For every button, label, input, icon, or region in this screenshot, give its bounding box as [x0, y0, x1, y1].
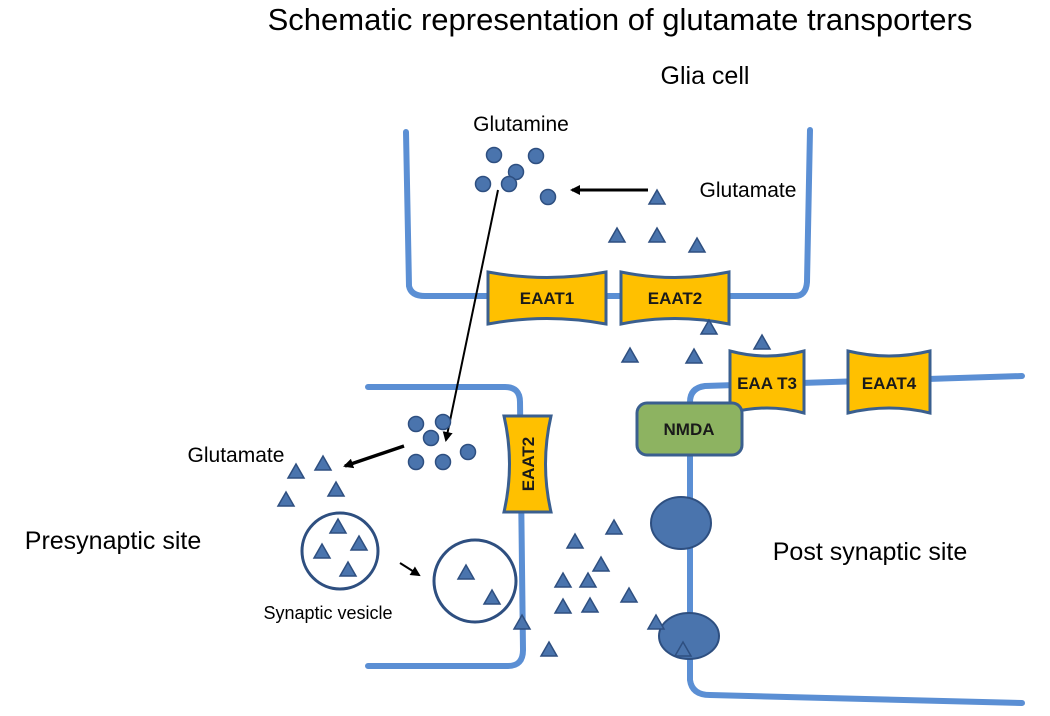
glutamine-molecule: [422, 429, 440, 447]
glia-cell-label: Glia cell: [661, 62, 750, 90]
glutamate-molecule: [684, 347, 704, 364]
glutamate-molecule: [620, 346, 640, 363]
glutamate-molecule: [580, 596, 600, 613]
eaat1-transporter: EAAT1: [486, 270, 608, 326]
glutamate-glia-label: Glutamate: [700, 179, 797, 202]
glutamate-molecule: [286, 462, 306, 479]
glutamate-molecule: [619, 586, 639, 603]
glutamate-molecule: [553, 597, 573, 614]
eaat4-transporter: EAAT4: [846, 349, 932, 415]
postsynaptic-channel: [650, 496, 712, 550]
nmda-receptor: NMDA: [635, 401, 744, 457]
glutamine-molecule: [434, 413, 452, 431]
glutamate-molecule: [647, 188, 667, 205]
eaat2-presynaptic-transporter: EAAT2: [502, 414, 553, 514]
glutamine-molecule: [474, 175, 492, 193]
eaat2-glia-label: EAAT2: [648, 289, 702, 308]
glutamine-molecule: [407, 453, 425, 471]
glutamine-molecule: [500, 175, 518, 193]
glutamate-molecule: [604, 518, 624, 535]
presynaptic-site-label: Presynaptic site: [25, 527, 201, 555]
glutamate-molecule: [699, 318, 719, 335]
glutamine-molecule: [407, 415, 425, 433]
glia-cell-membrane: [403, 127, 813, 299]
synaptic-vesicle: [300, 511, 380, 591]
glutamate-molecule: [578, 571, 598, 588]
glutamate-molecule: [646, 613, 666, 630]
glutamate-molecule: [647, 226, 667, 243]
glutamate-presynaptic-label: Glutamate: [188, 444, 285, 467]
nmda-label: NMDA: [664, 420, 715, 439]
glutamate-molecule: [565, 532, 585, 549]
postsynaptic-channel: [658, 612, 720, 660]
glutamate-molecule: [338, 560, 358, 577]
glutamate-molecule: [276, 490, 296, 507]
glutamine-molecule: [459, 443, 477, 461]
arrow-glutamine-to-presynaptic: [442, 189, 499, 442]
glutamine-molecule: [485, 146, 503, 164]
glutamate-molecule: [512, 613, 532, 630]
eaat4-label: EAAT4: [862, 374, 917, 393]
glutamate-molecule: [312, 542, 332, 559]
glutamine-molecule: [539, 188, 557, 206]
molecules-layer: [276, 146, 772, 657]
eaat3-label: EAA T3: [737, 374, 797, 393]
arrow-to-presynaptic-glutamate: [343, 444, 405, 469]
glutamine-molecule: [507, 163, 525, 181]
post-synaptic-site-label: Post synaptic site: [773, 538, 968, 566]
synaptic-vesicle-label: Synaptic vesicle: [263, 603, 392, 623]
presynaptic-membrane: [365, 384, 527, 669]
eaat2-glia-transporter: EAAT2: [619, 270, 731, 326]
eaat3-transporter: EAA T3: [728, 349, 806, 415]
synaptic-vesicle: [432, 538, 518, 624]
eaat2-presynaptic-label: EAAT2: [519, 437, 538, 491]
glutamate-molecule: [752, 333, 772, 350]
glutamate-molecule: [607, 226, 627, 243]
glutamate-molecule: [539, 640, 559, 657]
glutamine-molecule: [527, 147, 545, 165]
arrow-vesicle-release: [399, 562, 421, 577]
glutamine-molecule: [434, 453, 452, 471]
glutamate-molecule: [328, 517, 348, 534]
glutamate-molecule: [687, 236, 707, 253]
glutamate-molecule: [482, 588, 502, 605]
glutamine-label: Glutamine: [473, 113, 569, 136]
eaat1-label: EAAT1: [520, 289, 574, 308]
glutamate-molecule: [553, 571, 573, 588]
glutamate-molecule: [313, 454, 333, 471]
glutamate-molecule: [326, 480, 346, 497]
glutamate-molecule: [349, 534, 369, 551]
glutamate-molecule: [456, 563, 476, 580]
glutamate-molecule: [673, 640, 693, 657]
glutamate-molecule: [591, 555, 611, 572]
diagram-title: Schematic representation of glutamate tr…: [268, 2, 973, 37]
